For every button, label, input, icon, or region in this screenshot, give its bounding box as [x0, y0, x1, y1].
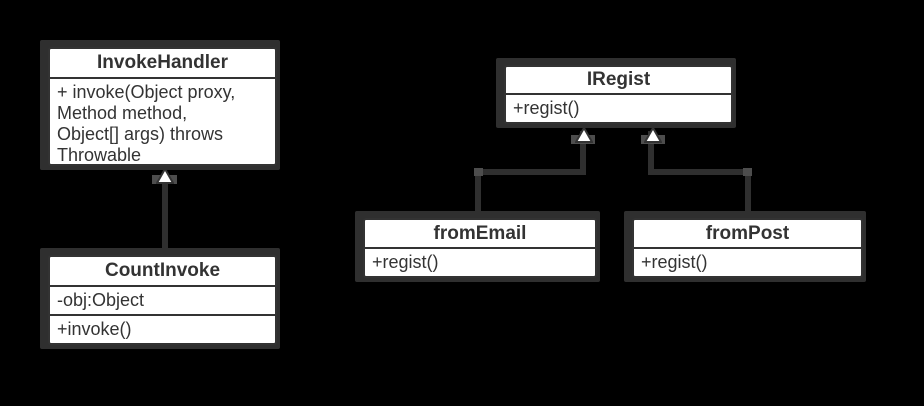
- method-signature-line: Throwable: [57, 145, 142, 165]
- class-method: +regist(): [372, 252, 439, 272]
- class-name: InvokeHandler: [50, 49, 275, 79]
- generalization-arrowhead-icon: [575, 127, 593, 143]
- generalization-line-frompost: [648, 169, 751, 175]
- generalization-line-fromemail: [475, 169, 481, 218]
- class-box-iregist: IRegist +regist(): [496, 58, 736, 128]
- generalization-line-frompost: [648, 131, 654, 175]
- class-method: +regist(): [513, 98, 580, 118]
- generalization-line-fromemail: [580, 131, 586, 175]
- class-name: fromEmail: [365, 220, 595, 249]
- class-box-invokehandler: InvokeHandler + invoke(Object proxy, Met…: [40, 40, 280, 170]
- class-name: IRegist: [506, 67, 731, 95]
- class-name: fromPost: [634, 220, 861, 249]
- method-signature-line: + invoke(Object proxy,: [57, 82, 236, 102]
- class-method: +invoke(): [50, 314, 275, 343]
- class-methods: + invoke(Object proxy, Method method, Ob…: [50, 79, 275, 166]
- generalization-line-fromemail: [475, 169, 586, 175]
- class-box-countinvoke: CountInvoke -obj:Object +invoke(): [40, 248, 280, 349]
- class-box-frompost: fromPost +regist(): [624, 211, 866, 282]
- method-signature-line: Method method,: [57, 103, 188, 123]
- generalization-arrowhead-icon: [644, 127, 662, 143]
- generalization-line-countinvoke: [162, 172, 168, 250]
- class-field: -obj:Object: [57, 290, 145, 310]
- class-method: +regist(): [641, 252, 708, 272]
- elbow-shadow: [743, 168, 752, 176]
- generalization-line-frompost: [745, 169, 751, 218]
- class-box-fromemail: fromEmail +regist(): [355, 211, 600, 282]
- method-signature-line: Object[] args) throws: [57, 124, 224, 144]
- generalization-arrowhead-icon: [156, 168, 174, 184]
- elbow-shadow: [474, 168, 483, 176]
- class-name: CountInvoke: [50, 257, 275, 287]
